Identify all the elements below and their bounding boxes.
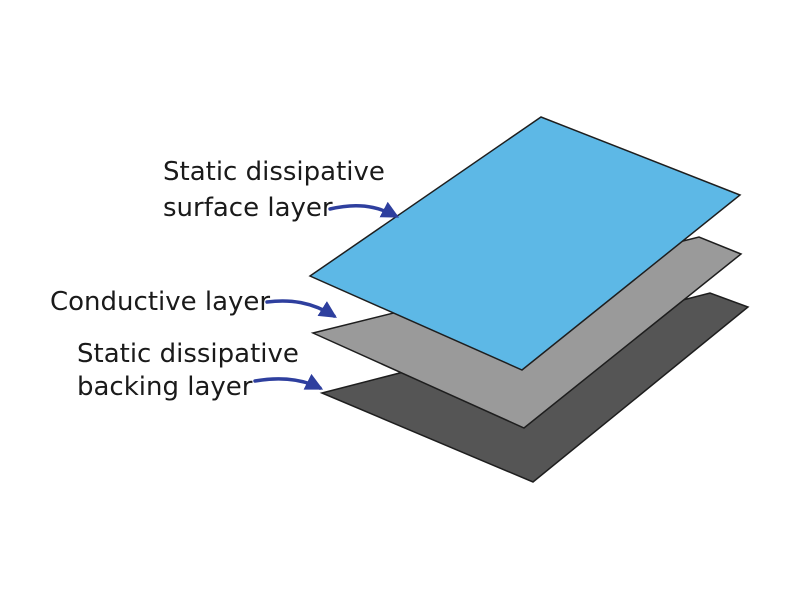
surface-layer-label-line1: Static dissipative xyxy=(163,157,385,187)
surface-layer-label-line2: surface layer xyxy=(163,193,333,223)
conductive-layer-label: Conductive layer xyxy=(50,287,270,317)
backing-layer-label-line1: Static dissipative xyxy=(77,339,299,369)
backing-layer-arrow xyxy=(253,373,324,390)
surface-layer-sheet xyxy=(308,116,742,371)
surface-layer-arrow xyxy=(328,201,400,218)
backing-layer-label-line2: backing layer xyxy=(77,372,253,402)
conductive-layer-arrow xyxy=(265,299,337,318)
